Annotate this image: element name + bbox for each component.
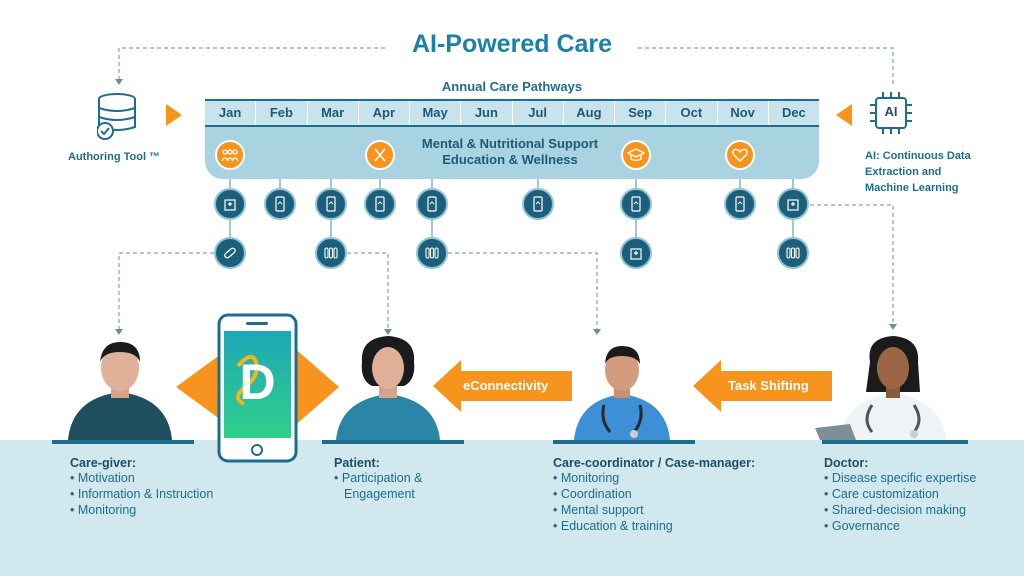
track-line-2: Education & Wellness xyxy=(442,152,578,167)
month-label: Nov xyxy=(718,101,769,125)
ai-label-line-2: Extraction and xyxy=(865,166,942,178)
database-icon xyxy=(96,93,141,146)
arrowhead-icon xyxy=(115,79,123,85)
mobile-icon xyxy=(315,188,347,220)
patient-section: Patient: Participation & Engagement xyxy=(334,456,422,502)
list-item: Coordination xyxy=(553,486,755,502)
month-label: Jan xyxy=(205,101,257,125)
patient-avatar xyxy=(336,336,440,440)
list-item: Motivation xyxy=(70,470,213,486)
page-title: AI-Powered Care xyxy=(411,30,613,58)
track-text: Mental & Nutritional Support Education &… xyxy=(360,136,660,168)
group-icon xyxy=(215,140,245,170)
task-shifting-arrow xyxy=(693,360,832,412)
month-label: Jul xyxy=(513,101,564,125)
pathways-subtitle: Annual Care Pathways xyxy=(441,79,583,94)
month-label: Mar xyxy=(308,101,359,125)
test-tubes-icon xyxy=(315,237,347,269)
doctor-title: Doctor: xyxy=(824,456,869,470)
list-item: Monitoring xyxy=(553,470,755,486)
list-item: Care customization xyxy=(824,486,976,502)
care-track xyxy=(205,127,819,179)
coordinator-section: Care-coordinator / Case-manager: Monitor… xyxy=(553,456,755,534)
authoring-tool-label: Authoring Tool ™ xyxy=(68,151,161,163)
ai-label-line-3: Machine Learning xyxy=(865,182,959,194)
patient-list: Participation & Engagement xyxy=(334,470,423,502)
arrowhead-icon xyxy=(384,329,392,335)
hospital-icon xyxy=(620,237,652,269)
econnectivity-label: eConnectivity xyxy=(463,378,549,393)
month-label: Feb xyxy=(256,101,308,125)
month-label: Dec xyxy=(781,105,806,120)
coordinator-title: Care-coordinator / Case-manager: xyxy=(553,456,756,470)
patient-baseline xyxy=(322,440,464,444)
role-connectors xyxy=(118,204,894,330)
month-label: Sep xyxy=(615,101,667,125)
month-label: Oct xyxy=(666,101,718,125)
pill-icon xyxy=(214,237,246,269)
mobile-icon xyxy=(522,188,554,220)
arrowhead-icon xyxy=(115,329,123,335)
caregiver-title: Care-giver: xyxy=(70,456,136,470)
econnectivity-arrow xyxy=(433,360,572,412)
task-shifting-label: Task Shifting xyxy=(728,378,809,393)
ai-badge-label: AI xyxy=(884,104,898,119)
app-logo: D xyxy=(239,354,276,410)
doctor-list: Disease specific expertise Care customiz… xyxy=(824,470,977,534)
test-tubes-icon xyxy=(416,237,448,269)
list-item: Participation & xyxy=(334,470,423,486)
ai-label-line-1: AI: Continuous Data xyxy=(865,150,971,162)
hospital-icon xyxy=(777,188,809,220)
arrowhead-icon xyxy=(889,324,897,330)
hospital-icon xyxy=(214,188,246,220)
mobile-icon xyxy=(724,188,756,220)
triangle-right-icon xyxy=(166,104,182,126)
coordinator-avatar xyxy=(574,346,670,440)
mobile-icon xyxy=(264,188,296,220)
title-connector xyxy=(118,47,894,85)
graduation-cap-icon xyxy=(621,140,651,170)
patient-title: Patient: xyxy=(334,456,380,470)
mobile-icon xyxy=(620,188,652,220)
caregiver-baseline xyxy=(52,440,194,444)
heart-icon xyxy=(725,140,755,170)
caregiver-avatar xyxy=(68,342,172,440)
list-item: Mental support xyxy=(553,502,755,518)
doctor-baseline xyxy=(822,440,968,444)
list-item: Shared-decision making xyxy=(824,502,976,518)
doctor-avatar xyxy=(815,336,946,440)
test-tubes-icon xyxy=(777,237,809,269)
caregiver-section: Care-giver: Motivation Information & Ins… xyxy=(70,456,213,518)
arrowhead-icon xyxy=(593,329,601,335)
mobile-icon xyxy=(416,188,448,220)
list-item: Engagement xyxy=(344,487,415,501)
coordinator-baseline xyxy=(553,440,695,444)
month-label: Aug xyxy=(564,101,615,125)
list-item: Disease specific expertise xyxy=(824,470,977,486)
track-line-1: Mental & Nutritional Support xyxy=(421,136,599,151)
list-item: Education & training xyxy=(553,518,755,534)
month-bar: Jan Feb Mar Apr May Jun Jul Aug Sep Oct … xyxy=(205,99,819,127)
mobile-icon xyxy=(364,188,396,220)
triangle-left-icon xyxy=(836,104,852,126)
ai-label: AI: Continuous Data Extraction and Machi… xyxy=(865,148,971,196)
caregiver-list: Motivation Information & Instruction Mon… xyxy=(70,470,213,518)
fork-knife-icon xyxy=(365,140,395,170)
coordinator-list: Monitoring Coordination Mental support E… xyxy=(553,470,755,534)
app-phone xyxy=(217,313,298,463)
list-item: Governance xyxy=(824,518,976,534)
month-label: Apr xyxy=(359,101,410,125)
doctor-section: Doctor: Disease specific expertise Care … xyxy=(824,456,976,534)
list-item: Information & Instruction xyxy=(70,486,213,502)
month-label: Jun xyxy=(461,101,513,125)
ai-chip-icon: AI xyxy=(868,90,914,136)
month-label: May xyxy=(410,101,462,125)
list-item: Monitoring xyxy=(70,502,213,518)
